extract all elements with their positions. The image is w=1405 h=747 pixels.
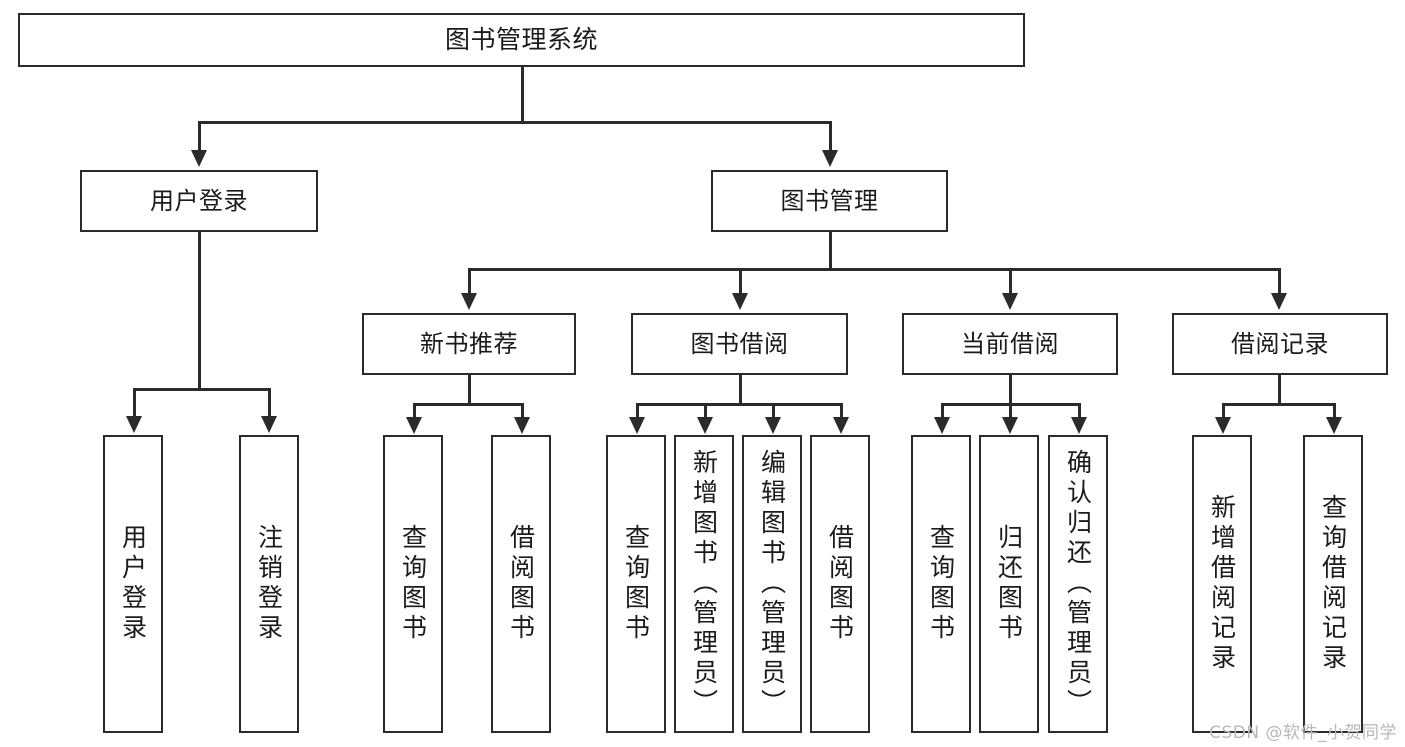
leaf-confirm-return[interactable]: 确认归还（管理员） <box>1048 435 1108 733</box>
connector-root-bus <box>198 121 831 124</box>
connector-book-borrow-bus <box>636 403 842 406</box>
connector-bb-to-leaf-3 <box>772 403 775 419</box>
arrow-root-to-user-login <box>191 150 207 167</box>
arrow-cb-to-leaf-1 <box>934 417 950 434</box>
leaf-user-login[interactable]: 用户登录 <box>103 435 163 733</box>
arrow-nb-to-leaf-1 <box>406 417 422 434</box>
node-label: 查询图书 <box>926 524 956 644</box>
arrow-bm-to-borrow-record <box>1271 293 1287 310</box>
leaf-query-book-2[interactable]: 查询图书 <box>606 435 666 733</box>
leaf-borrow-book-2[interactable]: 借阅图书 <box>810 435 870 733</box>
node-label: 查询图书 <box>398 524 428 644</box>
arrow-br-to-leaf-2 <box>1326 417 1342 434</box>
connector-current-borrow-stem <box>1009 375 1012 405</box>
connector-cb-to-leaf-3 <box>1078 403 1081 419</box>
connector-bb-to-leaf-2 <box>704 403 707 419</box>
arrow-bm-to-current-borrow <box>1002 293 1018 310</box>
node-label: 查询图书 <box>621 524 651 644</box>
connector-bb-to-leaf-1 <box>636 403 639 419</box>
arrow-bm-to-book-borrow <box>732 293 748 310</box>
connector-new-book-bus <box>413 403 523 406</box>
connector-book-management-stem <box>829 232 832 270</box>
node-label: 用户登录 <box>150 186 248 215</box>
connector-book-borrow-stem <box>739 375 742 405</box>
connector-root-to-book-management <box>829 121 832 152</box>
connector-user-login-to-leaf-2 <box>268 388 271 418</box>
node-label: 图书管理 <box>780 186 879 215</box>
leaf-add-borrow-record[interactable]: 新增借阅记录 <box>1192 435 1252 733</box>
leaf-query-borrow-record[interactable]: 查询借阅记录 <box>1303 435 1363 733</box>
connector-bm-to-current-borrow <box>1009 268 1012 294</box>
connector-book-management-bus <box>468 268 1280 271</box>
node-user-login[interactable]: 用户登录 <box>80 170 318 232</box>
connector-bb-to-leaf-4 <box>840 403 843 419</box>
node-label: 确认归还（管理员） <box>1063 449 1093 719</box>
node-label: 图书借阅 <box>690 329 789 358</box>
node-borrow-record[interactable]: 借阅记录 <box>1172 313 1388 375</box>
node-label: 新增图书（管理员） <box>689 449 719 719</box>
connector-bm-to-new-book <box>468 268 471 294</box>
node-label: 用户登录 <box>118 524 148 644</box>
node-label: 新增借阅记录 <box>1207 494 1237 674</box>
arrow-root-to-book-management <box>822 150 838 167</box>
connector-br-to-leaf-1 <box>1222 403 1225 419</box>
leaf-return-book[interactable]: 归还图书 <box>979 435 1039 733</box>
connector-nb-to-leaf-2 <box>521 403 524 419</box>
arrow-user-login-to-leaf-2 <box>261 416 277 433</box>
arrow-bb-to-leaf-4 <box>833 417 849 434</box>
node-label: 查询借阅记录 <box>1318 494 1348 674</box>
leaf-query-book-3[interactable]: 查询图书 <box>911 435 971 733</box>
leaf-borrow-book-1[interactable]: 借阅图书 <box>491 435 551 733</box>
arrow-bb-to-leaf-2 <box>697 417 713 434</box>
node-label: 编辑图书（管理员） <box>757 449 787 719</box>
node-new-book-recommend[interactable]: 新书推荐 <box>362 313 576 375</box>
leaf-edit-book[interactable]: 编辑图书（管理员） <box>742 435 802 733</box>
arrow-br-to-leaf-1 <box>1215 417 1231 434</box>
arrow-bb-to-leaf-3 <box>765 417 781 434</box>
connector-user-login-stem <box>198 232 201 390</box>
connector-new-book-stem <box>468 375 471 405</box>
node-root-book-management-system[interactable]: 图书管理系统 <box>18 13 1025 67</box>
arrow-cb-to-leaf-2 <box>1002 417 1018 434</box>
arrow-bb-to-leaf-1 <box>629 417 645 434</box>
node-label: 借阅图书 <box>506 524 536 644</box>
node-current-borrow[interactable]: 当前借阅 <box>902 313 1118 375</box>
arrow-user-login-to-leaf-1 <box>126 416 142 433</box>
leaf-query-book-1[interactable]: 查询图书 <box>383 435 443 733</box>
arrow-nb-to-leaf-2 <box>514 417 530 434</box>
node-label: 借阅图书 <box>825 524 855 644</box>
node-label: 当前借阅 <box>961 329 1059 358</box>
connector-root-to-user-login <box>198 121 201 152</box>
connector-borrow-record-stem <box>1278 375 1281 405</box>
node-label: 新书推荐 <box>420 329 518 358</box>
node-book-borrow[interactable]: 图书借阅 <box>631 313 848 375</box>
connector-cb-to-leaf-1 <box>941 403 944 419</box>
node-book-management[interactable]: 图书管理 <box>711 170 948 232</box>
arrow-cb-to-leaf-3 <box>1071 417 1087 434</box>
node-label: 图书管理系统 <box>444 25 598 54</box>
leaf-logout-login[interactable]: 注销登录 <box>239 435 299 733</box>
connector-root-stem <box>521 67 524 122</box>
connector-user-login-to-leaf-1 <box>133 388 136 418</box>
leaf-add-book[interactable]: 新增图书（管理员） <box>674 435 734 733</box>
connector-bm-to-borrow-record <box>1278 268 1281 294</box>
node-label: 借阅记录 <box>1231 329 1329 358</box>
connector-cb-to-leaf-2 <box>1009 403 1012 419</box>
connector-nb-to-leaf-1 <box>413 403 416 419</box>
connector-borrow-record-bus <box>1222 403 1335 406</box>
connector-user-login-bus <box>133 388 270 391</box>
node-label: 注销登录 <box>254 524 284 644</box>
connector-bm-to-book-borrow <box>739 268 742 294</box>
watermark-text: CSDN @软件_小贺同学 <box>1209 723 1397 743</box>
connector-br-to-leaf-2 <box>1333 403 1336 419</box>
arrow-bm-to-new-book <box>461 293 477 310</box>
node-label: 归还图书 <box>994 524 1024 644</box>
